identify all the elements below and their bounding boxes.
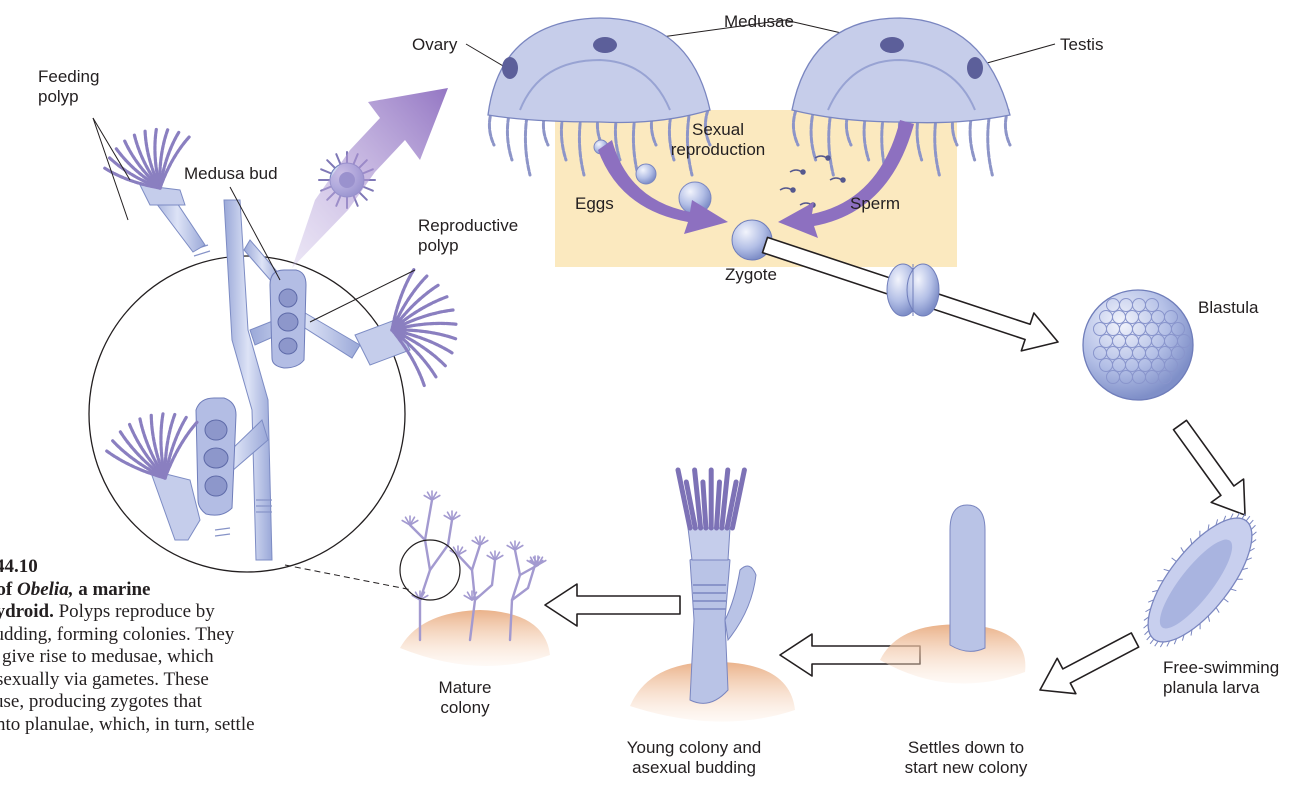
caption-line3: budding, forming colonies. They [0, 624, 234, 645]
planula-larva [1130, 502, 1270, 657]
cilium [1246, 516, 1250, 521]
figure-caption: 44.10 ycle of Obelia, a marine hydroid. … [0, 556, 310, 736]
ovary-label: Ovary [412, 35, 457, 55]
caption-line6: use, producing zygotes that [0, 691, 202, 712]
mature-colony-label: Mature colony [430, 678, 500, 718]
cilium [1150, 639, 1154, 644]
medusa-tentacle [988, 110, 993, 175]
caption-body-line2: Polyps reproduce by [54, 601, 215, 622]
cilium [1224, 598, 1229, 602]
magnified-colony-circle [89, 185, 410, 572]
settles-down-label: Settles down to start new colony [898, 738, 1034, 778]
cilium [1147, 635, 1151, 639]
zygote-label: Zygote [725, 265, 777, 285]
blastula-label: Blastula [1198, 298, 1258, 318]
cilium [1172, 558, 1177, 562]
colony-branch [430, 520, 452, 570]
blastula [1083, 290, 1193, 400]
caption-title-line2: hydroid. [0, 601, 54, 622]
colony-branch [520, 565, 538, 575]
sexual-reproduction-label: Sexual reproduction [658, 120, 778, 160]
caption-line5: sexually via gametes. These [0, 669, 209, 690]
sperm-label: Sperm [850, 194, 900, 214]
young-colony-label: Young colony and asexual budding [616, 738, 772, 778]
eggs-label: Eggs [575, 194, 614, 214]
cilium [1208, 616, 1209, 622]
mature-colony [400, 491, 550, 666]
testis-label: Testis [1060, 35, 1103, 55]
colony-branch [475, 560, 495, 600]
young-tentacle [703, 482, 706, 528]
hollow-arrow [545, 584, 680, 626]
settled-polyp [880, 505, 1025, 684]
cilium [1251, 525, 1255, 529]
cilium [1155, 641, 1158, 646]
hollow-arrow [1040, 633, 1139, 694]
hollow-arrow [1174, 420, 1246, 515]
cilium [1164, 569, 1170, 571]
colony-branch [512, 565, 535, 600]
colony-branch [410, 525, 425, 540]
cilium [1190, 538, 1191, 544]
cleavage-embryo [887, 264, 939, 316]
cilium [1181, 547, 1184, 552]
feeding-polyp-label: Feeding polyp [38, 67, 99, 107]
figure-number: 44.10 [0, 556, 310, 579]
caption-title: ycle of Obelia, a marine [0, 579, 151, 600]
cilium [1231, 589, 1237, 591]
cilium [1145, 631, 1149, 635]
medusae-label: Medusae [724, 12, 794, 32]
planula-larva-label: Free-swimming planula larva [1163, 658, 1279, 698]
young-tentacle [717, 482, 720, 528]
medusa-bud-label: Medusa bud [184, 164, 278, 184]
cilium [1249, 520, 1253, 524]
cilium [1216, 607, 1219, 612]
caption-line4: give rise to medusae, which [0, 646, 214, 667]
reproductive-polyp-label: Reproductive polyp [418, 216, 518, 256]
caption-line7: nto planulae, which, in turn, settle [0, 714, 255, 735]
